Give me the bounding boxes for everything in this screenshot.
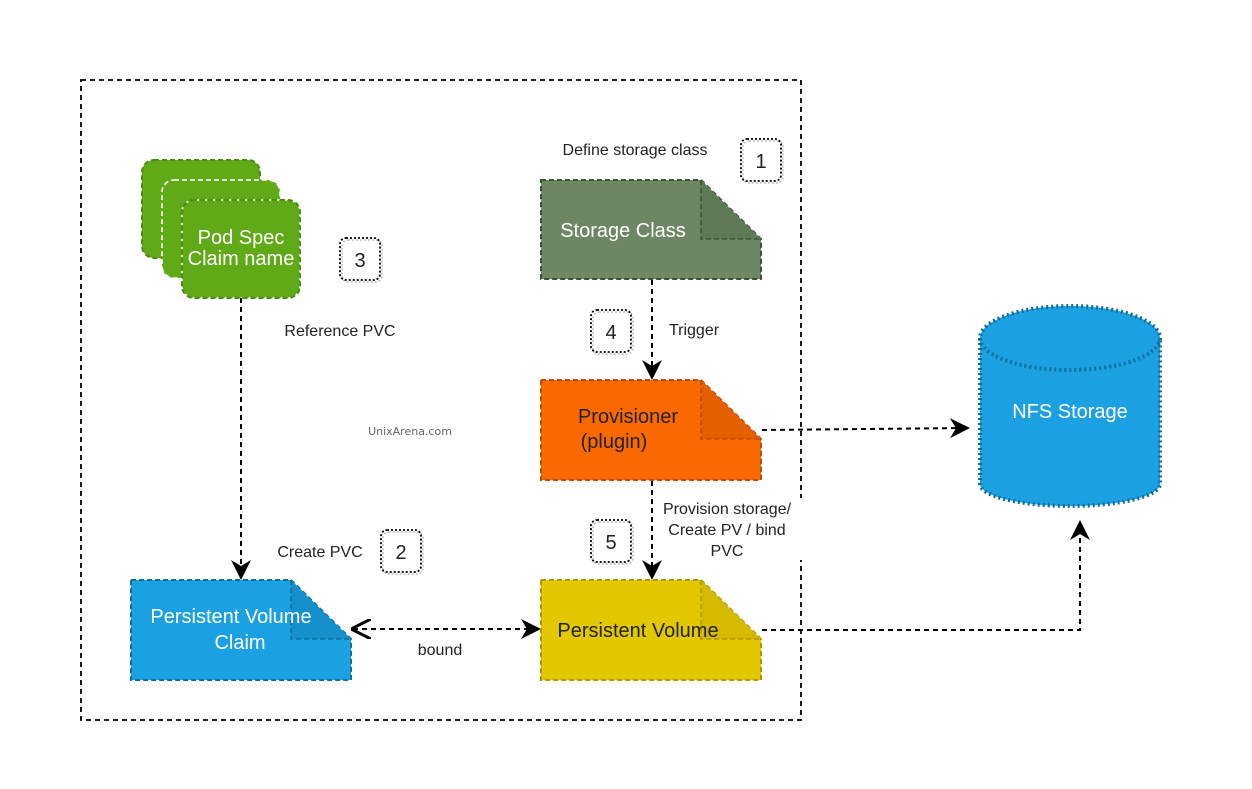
step-5-label-line2: Create PV / bind [668,522,785,539]
step-3-label: Reference PVC [284,323,395,340]
svg-text:4: 4 [605,322,616,344]
step-5-badge: 5 [590,519,634,565]
watermark: UnixArena.com [368,425,452,438]
step-5-label-line3: PVC [711,543,744,560]
pv-node[interactable]: Persistent Volume [540,579,762,681]
nfs-storage-label: NFS Storage [1012,401,1128,423]
step-3-badge: 3 [339,237,383,283]
svg-text:2: 2 [395,542,406,564]
edge-pv-to-nfs [762,520,1090,631]
nfs-storage-node[interactable]: NFS Storage [978,304,1162,508]
pvc-label-line1: Persistent Volume [150,606,311,628]
pv-label: Persistent Volume [557,620,718,642]
storage-class-node[interactable]: Storage Class [540,179,762,280]
step-1-label: Define storage class [563,142,708,159]
svg-text:1: 1 [755,151,766,173]
step-1-badge: 1 [740,138,784,184]
pvc-label-line2: Claim [214,632,265,654]
step-4-badge: 4 [590,309,634,355]
cluster-boundary [80,79,802,721]
svg-text:5: 5 [605,532,616,554]
pod-spec-node[interactable]: Pod Spec Claim name [141,159,301,299]
provisioner-label-line1: Provisioner [578,406,678,428]
pod-spec-label-line2: Claim name [188,248,295,270]
storage-class-label: Storage Class [560,220,686,242]
step-4-label: Trigger [669,322,720,339]
pvc-node[interactable]: Persistent Volume Claim [130,579,352,681]
svg-text:3: 3 [354,250,365,272]
provisioner-label-line2: (plugin) [581,431,648,453]
step-5-label-line1: Provision storage/ [663,501,792,518]
provisioner-node[interactable]: Provisioner (plugin) [540,379,762,481]
step-5-label-bg [654,498,802,560]
edge-provisioner-to-nfs [761,418,970,439]
step-2-badge: 2 [380,529,424,575]
pod-spec-label-line1: Pod Spec [198,227,285,249]
step-2-label: Create PVC [277,544,362,561]
bound-label: bound [418,642,463,659]
